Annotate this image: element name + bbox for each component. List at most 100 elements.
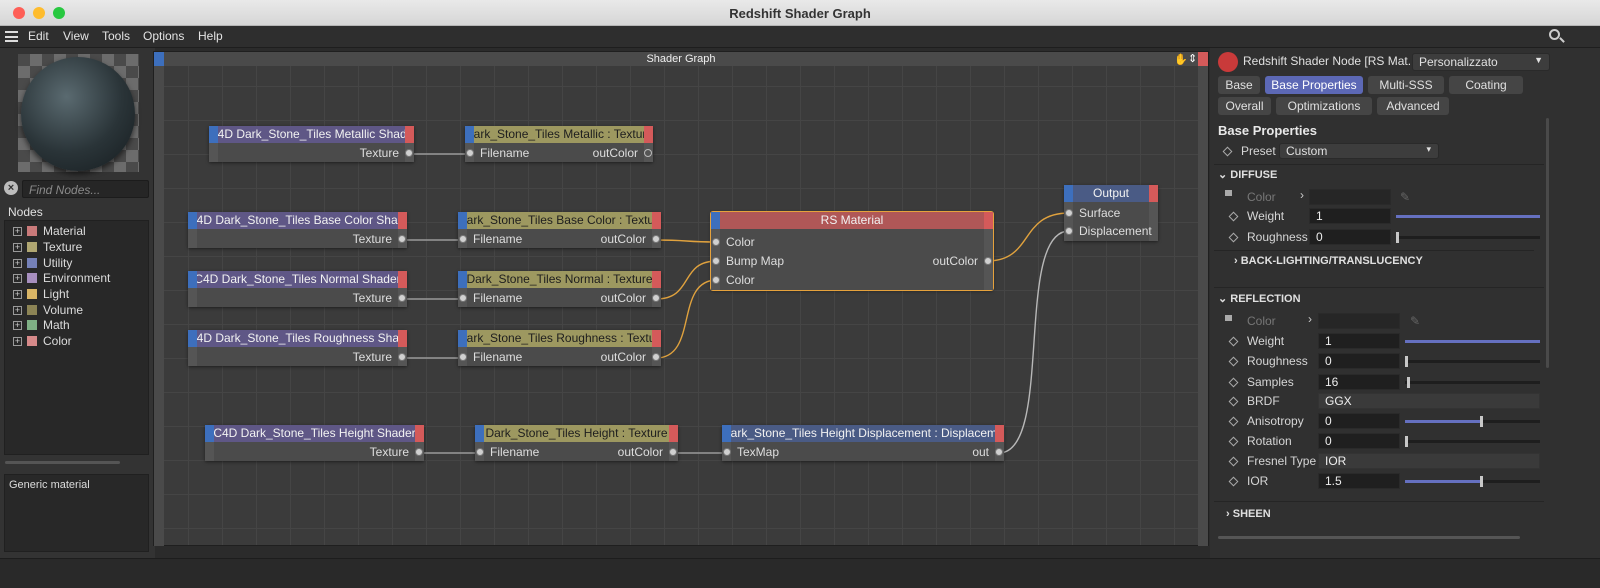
output-port-dot[interactable] [644,149,652,157]
hand-tool-icon[interactable]: ✋ [1174,54,1188,66]
node-header[interactable]: Dark_Stone_Tiles Height : Texture [475,425,678,442]
node-basecolor-texture[interactable]: Dark_Stone_Tiles Base Color : Texture Fi… [458,212,661,248]
node-metallic-shader[interactable]: C4D Dark_Stone_Tiles Metallic Shader Tex… [209,126,414,162]
maximize-window-button[interactable] [53,7,65,19]
output-port-dot[interactable] [652,353,660,361]
node-header[interactable]: C4D Dark_Stone_Tiles Normal Shader [188,271,407,288]
tree-item-environment[interactable]: +Environment [13,271,110,286]
input-port-dot[interactable] [712,238,720,246]
section-reflection[interactable]: ⌄ REFLECTION [1218,292,1301,305]
reflection-rotation-field[interactable]: 0 [1318,433,1400,449]
reflection-brdf-dropdown[interactable]: GGX [1318,393,1540,409]
tab-multi-sss[interactable]: Multi-SSS [1368,76,1444,94]
output-port-dot[interactable] [415,448,423,456]
chevron-right-icon[interactable]: › [1300,188,1304,202]
reflection-anisotropy-field[interactable]: 0 [1318,413,1400,429]
input-port-dot[interactable] [459,353,467,361]
input-port-dot[interactable] [1065,227,1073,235]
node-header[interactable]: Dark_Stone_Tiles Height Displacement : D… [722,425,1004,442]
output-port-dot[interactable] [652,235,660,243]
input-port-dot[interactable] [712,276,720,284]
menu-view[interactable]: View [63,29,89,43]
expand-icon[interactable]: + [13,305,22,315]
panel-splitter[interactable] [5,461,120,464]
diffuse-roughness-slider[interactable] [1396,232,1540,243]
input-port-dot[interactable] [476,448,484,456]
node-header[interactable]: Dark_Stone_Tiles Base Color : Texture [458,212,661,229]
slider-knob[interactable] [1405,436,1408,447]
node-header[interactable]: C4D Dark_Stone_Tiles Roughness Shader [188,330,407,347]
tab-base-properties[interactable]: Base Properties [1265,76,1363,94]
hamburger-menu-icon[interactable] [5,31,18,42]
slider-knob[interactable] [1480,476,1483,487]
output-port-dot[interactable] [669,448,677,456]
reflection-weight-slider[interactable] [1405,340,1540,343]
diffuse-color-swatch[interactable] [1309,189,1391,205]
output-port-dot[interactable] [995,448,1003,456]
color-picker-icon[interactable]: ✎ [1400,190,1411,204]
reflection-ior-slider[interactable] [1405,476,1540,487]
keyframe-diamond-icon[interactable] [1222,146,1233,157]
reflection-samples-slider[interactable] [1405,377,1540,388]
reflection-ior-field[interactable]: 1.5 [1318,473,1400,489]
reflection-fresnel-dropdown[interactable]: IOR [1318,453,1540,469]
expand-icon[interactable]: + [13,273,22,283]
input-port-dot[interactable] [712,257,720,265]
slider-knob[interactable] [1407,377,1410,388]
input-port-dot[interactable] [723,448,731,456]
node-header[interactable]: C4D Dark_Stone_Tiles Base Color Shader [188,212,407,229]
reflection-samples-field[interactable]: 16 [1318,374,1400,390]
input-port-dot[interactable] [459,235,467,243]
node-roughness-shader[interactable]: C4D Dark_Stone_Tiles Roughness Shader Te… [188,330,407,366]
diffuse-roughness-field[interactable]: 0 [1309,229,1391,245]
section-diffuse[interactable]: ⌄ DIFFUSE [1218,168,1277,181]
output-port-dot[interactable] [398,294,406,302]
horizontal-scrollbar[interactable] [1218,536,1520,539]
menu-edit[interactable]: Edit [28,29,49,43]
input-port-dot[interactable] [466,149,474,157]
diffuse-weight-field[interactable]: 1 [1309,208,1391,224]
output-port-dot[interactable] [652,294,660,302]
vertical-scrollbar[interactable] [1546,118,1549,368]
expand-icon[interactable]: + [13,320,22,330]
node-height-texture[interactable]: Dark_Stone_Tiles Height : Texture Filena… [475,425,678,461]
output-port-dot[interactable] [398,235,406,243]
node-header[interactable]: C4D Dark_Stone_Tiles Height Shader [205,425,424,442]
output-port-dot[interactable] [984,257,992,265]
node-header[interactable]: C4D Dark_Stone_Tiles Metallic Shader [209,126,414,143]
tree-item-math[interactable]: +Math [13,318,70,333]
output-port-dot[interactable] [398,353,406,361]
tree-item-light[interactable]: +Light [13,287,69,302]
node-normal-shader[interactable]: C4D Dark_Stone_Tiles Normal Shader Textu… [188,271,407,307]
output-port-dot[interactable] [405,149,413,157]
node-metallic-texture[interactable]: Dark_Stone_Tiles Metallic : Texture File… [465,126,653,162]
preset-value-dropdown[interactable]: Custom▾ [1279,143,1439,159]
node-header[interactable]: RS Material [711,212,993,229]
shader-graph-canvas[interactable]: Shader Graph ✋ ⇕ C4D Dark_Stone_Tiles Me… [153,51,1209,546]
reflection-color-swatch[interactable] [1318,313,1400,329]
expand-icon[interactable]: + [13,336,22,346]
tree-item-texture[interactable]: +Texture [13,240,82,255]
node-height-displacement[interactable]: Dark_Stone_Tiles Height Displacement : D… [722,425,1004,461]
tree-item-material[interactable]: +Material [13,224,86,239]
tab-advanced[interactable]: Advanced [1377,97,1449,115]
expand-icon[interactable]: + [13,289,22,299]
node-header[interactable]: Output [1064,185,1158,202]
node-rs-material[interactable]: RS Material Color Bump Map Color outColo… [710,211,994,291]
menu-options[interactable]: Options [143,29,185,43]
diffuse-weight-slider[interactable] [1396,215,1540,218]
chevron-right-icon[interactable]: › [1308,312,1312,326]
tab-overall[interactable]: Overall [1218,97,1271,115]
search-icon[interactable] [1549,29,1560,40]
slider-knob[interactable] [1405,356,1408,367]
preset-dropdown[interactable]: Personalizzato▼ [1412,53,1550,71]
tab-optimizations[interactable]: Optimizations [1276,97,1372,115]
node-header[interactable]: Dark_Stone_Tiles Metallic : Texture [465,126,653,143]
node-height-shader[interactable]: C4D Dark_Stone_Tiles Height Shader Textu… [205,425,424,461]
close-window-button[interactable] [13,7,25,19]
node-output[interactable]: Output Surface Displacement [1064,185,1158,241]
input-port-dot[interactable] [459,294,467,302]
tab-coating[interactable]: Coating [1449,76,1523,94]
minimize-window-button[interactable] [33,7,45,19]
input-port-dot[interactable] [1065,209,1073,217]
